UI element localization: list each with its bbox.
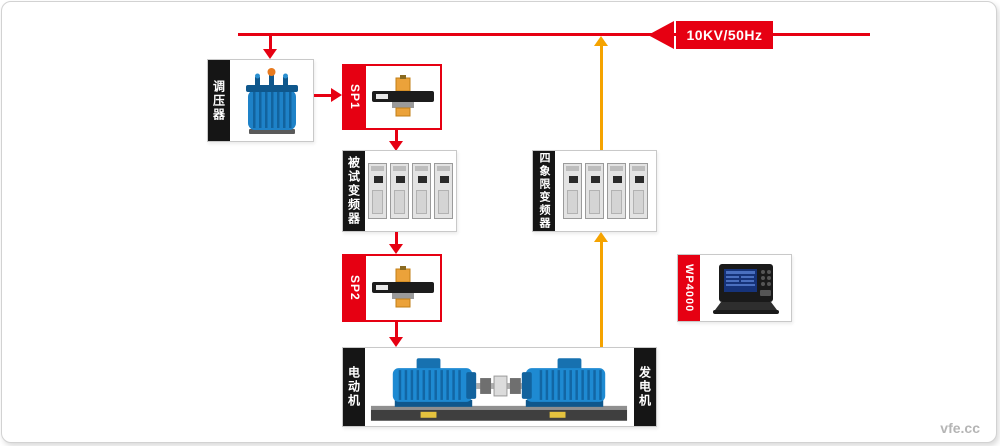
transducer-icon — [366, 66, 440, 128]
sp2-to-motor-wire — [395, 322, 398, 337]
arrow-up-into-four-quadrant — [594, 232, 608, 242]
sp1-node: SP1 — [342, 64, 442, 130]
arrow-down-into-sp2 — [389, 244, 403, 254]
regulator-to-sp1-wire — [314, 94, 331, 97]
regulator-label: 调压器 — [208, 60, 230, 141]
arrow-down-into-tested-inverter — [389, 141, 403, 151]
arrow-down-into-motor — [389, 337, 403, 347]
sp2-node: SP2 — [342, 254, 442, 322]
grid-to-regulator-wire — [269, 33, 272, 49]
generator-label: 发电机 — [634, 348, 656, 426]
analyzer-instrument-icon — [700, 255, 791, 321]
transformer-icon — [230, 60, 313, 141]
sp1-label: SP1 — [344, 66, 366, 128]
four-quadrant-inverter-node: 四象限变频器 — [532, 150, 657, 232]
grid-power-line — [238, 33, 870, 36]
motor-generator-bench-icon — [365, 348, 634, 426]
tested-inverter-label: 被试变频器 — [343, 151, 365, 231]
tested-inverter-node: 被试变频器 — [342, 150, 457, 232]
generator-to-four-quadrant-wire — [600, 242, 603, 347]
inverter-cabinets-icon — [365, 151, 456, 231]
power-source-label: 10KV/50Hz — [676, 21, 773, 49]
transducer-icon — [366, 256, 440, 320]
motor-bench-node: 电动机 — [342, 347, 657, 427]
motor-label: 电动机 — [343, 348, 365, 426]
sp1-to-inverter-wire — [395, 130, 398, 141]
wp4000-label: WP4000 — [678, 255, 700, 321]
wp4000-node: WP4000 — [677, 254, 792, 322]
arrow-down-into-regulator — [263, 49, 277, 59]
four-quadrant-to-grid-wire — [600, 46, 603, 150]
four-quadrant-inverter-label: 四象限变频器 — [533, 151, 555, 231]
watermark: vfe.cc — [940, 420, 980, 436]
regulator-node: 调压器 — [207, 59, 314, 142]
arrow-up-into-grid — [594, 36, 608, 46]
arrow-right-into-sp1 — [331, 88, 342, 102]
inverter-to-sp2-wire — [395, 232, 398, 244]
power-flow-left-arrow — [648, 21, 674, 49]
sp2-label: SP2 — [344, 256, 366, 320]
inverter-cabinets-icon — [555, 151, 656, 231]
